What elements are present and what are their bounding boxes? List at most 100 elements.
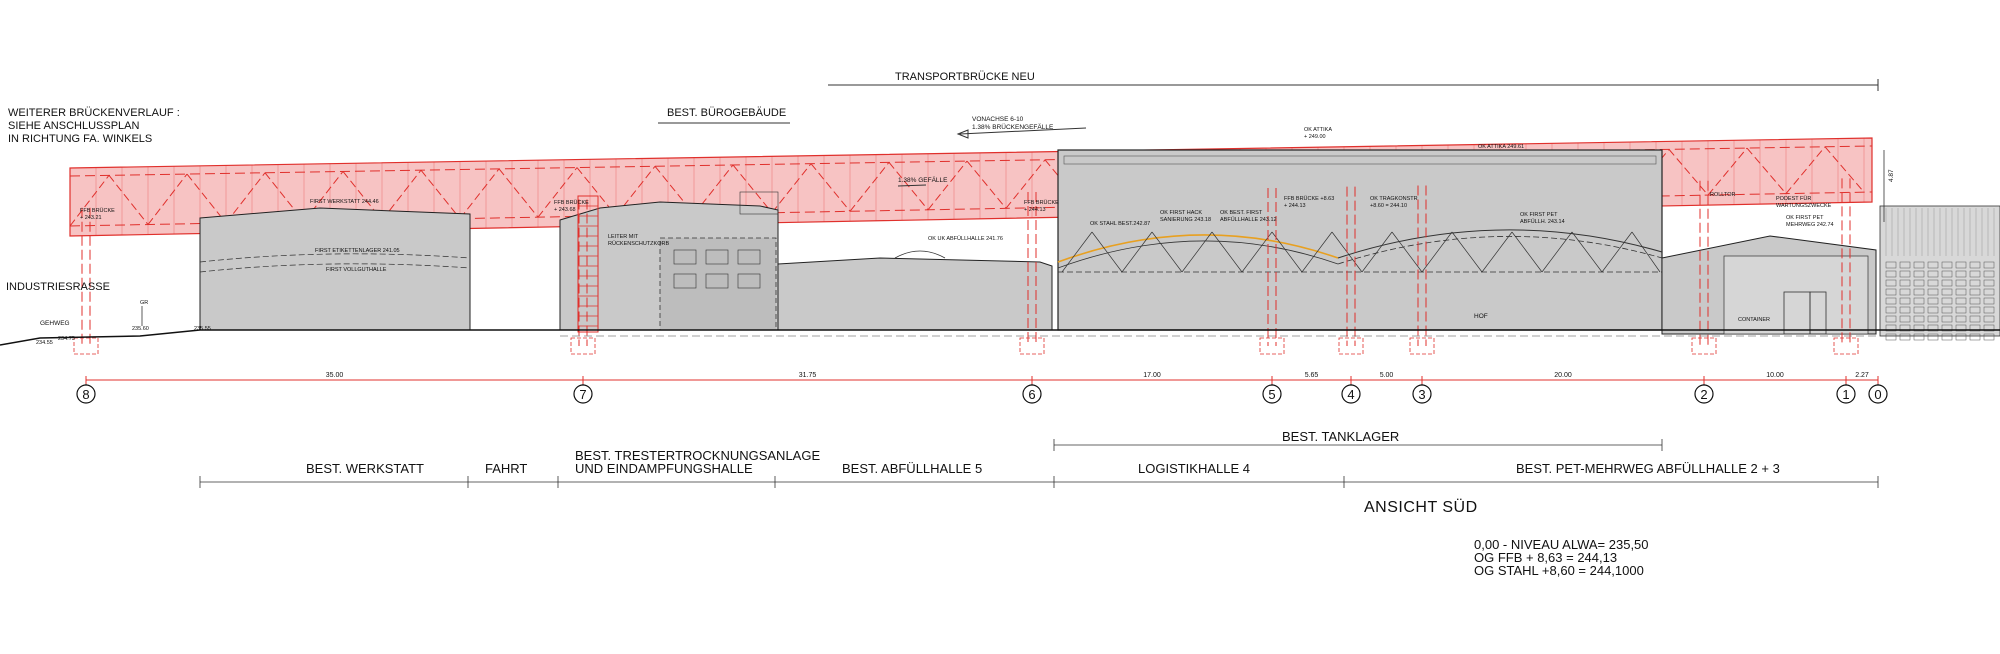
ffb-bruecke-mid-val: + 244.13: [1284, 203, 1306, 209]
office-label: BEST. BÜROGEBÄUDE: [667, 107, 786, 119]
facade-panel: [1983, 306, 1995, 314]
facade-panel: [1955, 324, 1967, 332]
column-foundation: [1833, 337, 1859, 355]
ok-attika: OK ATTIKA: [1304, 127, 1332, 133]
truss-diagonal: [1668, 149, 1709, 196]
facade-panel: [1955, 306, 1967, 314]
building-logistik: [1057, 149, 1663, 331]
axis-dimension-label: 5.65: [1305, 372, 1319, 379]
truss-diagonal: [615, 165, 656, 217]
logistik-roof-arch-4: [1337, 236, 1663, 265]
facade-panel: [1969, 306, 1981, 314]
facade-panel: [1955, 261, 1967, 269]
abfuellhalle5-dome: [894, 250, 946, 259]
facade-panel: [1899, 270, 1911, 278]
facade-panel: [1885, 279, 1897, 287]
facade-panel: [1899, 315, 1911, 323]
truss-diagonal: [693, 164, 734, 215]
level-line-3: OG STAHL +8,60 = 244,1000: [1474, 563, 1644, 578]
trester-window-6: [737, 273, 761, 289]
bridge-title: TRANSPORTBRÜCKE NEU: [895, 71, 1035, 83]
axis-label: 4: [1347, 387, 1354, 402]
hall-truss-member: [1241, 231, 1273, 273]
column-foundation: [1338, 337, 1364, 355]
column-foundation: [1409, 337, 1435, 355]
axis-dimension-label: 5.00: [1380, 372, 1394, 379]
trester-window-3: [737, 249, 761, 265]
ground-val-3: 235.60: [132, 326, 149, 332]
ground-val-1: 234.55: [36, 340, 53, 346]
ffb-bruecke-mid: FFB BRÜCKE +8.63: [1284, 195, 1334, 202]
trester-tower: [659, 237, 777, 331]
facade-panel: [1913, 279, 1925, 287]
axis-bubble: [1836, 384, 1856, 404]
facade-panel: [1927, 324, 1939, 332]
building-label-ticks: [199, 476, 1879, 488]
facade-panel: [1969, 288, 1981, 296]
truss-diagonal: [108, 175, 149, 225]
ok-uk-abfuellhalle: OK UK ABFÜLLHALLE 241.76: [928, 235, 1003, 242]
axis-label: 5: [1268, 387, 1275, 402]
facade-panel: [1927, 279, 1939, 287]
hall-truss-member: [1391, 231, 1423, 273]
facade-panel: [1955, 333, 1967, 341]
column-foundation: [570, 337, 596, 355]
truss-diagonal: [849, 162, 890, 212]
ffb-bruecke-7-val: + 243.68: [554, 207, 576, 213]
ok-first-pet-2: ABFÜLLH. 243.14: [1520, 218, 1565, 225]
truss-diagonal: [69, 175, 110, 227]
trester-top-structure: [739, 191, 779, 215]
hall-truss-member: [1481, 231, 1513, 273]
facade-panel: [1885, 324, 1897, 332]
axis-note-arrowhead: [956, 129, 969, 139]
abfuellhalle-first: ABFÜLLHALLE 243.12: [1220, 216, 1277, 223]
hall-truss-member: [1601, 231, 1633, 273]
axis-bubble: [1262, 384, 1282, 404]
facade-panel: [1885, 270, 1897, 278]
first-vollguthalle: FIRST VOLLGUTHALLE: [326, 267, 387, 273]
facade-panel: [1969, 324, 1981, 332]
facade-panel: [1969, 315, 1981, 323]
ok-first-pet-1: OK FIRST PET: [1520, 212, 1558, 218]
logistik-truss: [1058, 231, 1662, 273]
facade-panel: [1941, 261, 1953, 269]
facade-panel: [1941, 324, 1953, 332]
facade-panel: [1983, 279, 1995, 287]
truss-diagonal: [420, 169, 461, 219]
logistik-roof-arch-2: [1337, 229, 1663, 259]
facade-panel: [1899, 288, 1911, 296]
facade-panel: [1913, 261, 1925, 269]
facade-panel: [1927, 270, 1939, 278]
axis-bubble: [573, 384, 593, 404]
small-annotations: FFB BRÜCKE + 243.21 FIRST WERKSTATT 244.…: [36, 127, 1834, 346]
bridge-columns: [73, 178, 1859, 355]
hall-truss-member: [1151, 231, 1183, 273]
facade-panel: [1885, 261, 1897, 269]
label-abfuellhalle5: BEST. ABFÜLLHALLE 5: [842, 461, 982, 476]
label-logistik: LOGISTIKHALLE 4: [1138, 461, 1250, 476]
axis-dimension-label: 31.75: [799, 372, 817, 379]
facade-panel: [1885, 288, 1897, 296]
facade-panel: [1885, 306, 1897, 314]
axis-label: 6: [1028, 387, 1035, 402]
facade-panel: [1913, 333, 1925, 341]
trester-window-1: [673, 249, 697, 265]
logistik-roof-arch-3: [1057, 240, 1339, 269]
truss-diagonal: [966, 160, 1007, 209]
label-trester-1: BEST. TRESTERTROCKNUNGSANLAGE: [575, 448, 820, 463]
first-etikettenlager: FIRST ETIKETTENLAGER 241.05: [315, 248, 400, 254]
facade-panel: [1983, 270, 1995, 278]
column-foundation: [1691, 337, 1717, 355]
facade-panel: [1927, 261, 1939, 269]
facade-panel: [1983, 297, 1995, 305]
hall-truss-member: [1541, 231, 1573, 273]
facade-panel: [1927, 315, 1939, 323]
further-note-line2: SIEHE ANSCHLUSSPLAN: [8, 120, 139, 132]
facade-panel: [1955, 270, 1967, 278]
axis-note-line1: VONACHSE 6-10: [972, 116, 1024, 123]
hall-truss-member: [1061, 231, 1093, 273]
axis-label: 8: [82, 387, 89, 402]
label-werkstatt: BEST. WERKSTATT: [306, 461, 424, 476]
